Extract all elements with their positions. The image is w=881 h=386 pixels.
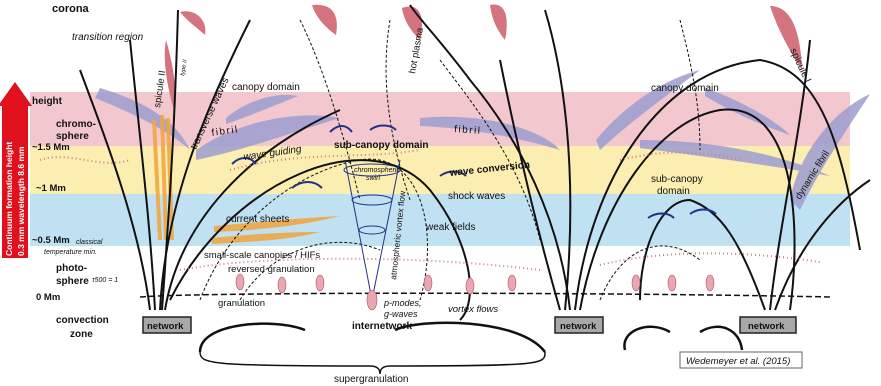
vortex-flow	[316, 275, 324, 291]
convection-arc	[200, 324, 305, 352]
label-chromosphere-2: sphere	[56, 131, 89, 142]
convection-arc	[624, 327, 670, 350]
label-chromospheric-swirl-2: swirl	[366, 175, 380, 182]
dashed-line	[600, 246, 700, 300]
axis-label-line2: 0.3 mm wavelength 8.6 mm	[16, 146, 26, 256]
vortex-flow	[367, 290, 377, 310]
axis-arrowhead	[0, 82, 32, 106]
vortex-flow	[668, 275, 676, 291]
label-temp-min-1: classical	[76, 239, 103, 246]
label-photosphere-2: sphere	[56, 276, 89, 287]
label-h15: ~1.5 Mm	[32, 142, 70, 153]
label-sub-canopy-right-1: sub-canopy	[651, 174, 703, 185]
label-h10: ~1 Mm	[36, 183, 66, 194]
vortex-flow	[466, 278, 474, 294]
label-shock-waves: shock waves	[448, 191, 505, 202]
label-fibril-mid: fibril	[454, 124, 482, 137]
label-transition-region: transition region	[72, 32, 144, 43]
label-tau500: τ500 = 1	[92, 277, 118, 284]
label-granulation: granulation	[218, 298, 265, 309]
label-credit: Wedemeyer et al. (2015)	[686, 356, 790, 367]
label-network-right: network	[748, 321, 785, 332]
convection-arc	[395, 323, 545, 352]
label-chromosphere-1: chromo-	[56, 119, 96, 130]
label-corona: corona	[52, 3, 90, 15]
convection-arc	[700, 327, 742, 350]
label-network-left: network	[147, 321, 184, 332]
label-sub-canopy-right-2: domain	[657, 186, 690, 197]
label-h00: 0 Mm	[36, 292, 60, 303]
vortex-flow	[278, 277, 286, 293]
label-temp-min-2: temperature min.	[44, 249, 97, 256]
label-photosphere-1: photo-	[56, 263, 87, 274]
label-network-mid: network	[560, 321, 597, 332]
label-current-sheets: current sheets	[226, 214, 289, 225]
label-weak-fields: weak fields	[425, 222, 475, 233]
label-p-modes-2: g-waves	[384, 309, 418, 319]
vortex-flow	[632, 275, 640, 291]
label-internetwork: internetwork	[352, 321, 412, 332]
spicule-top-right	[490, 5, 507, 40]
label-p-modes-1: p-modes,	[383, 298, 422, 308]
label-canopy-domain-left: canopy domain	[232, 82, 300, 93]
spicule-top-mid	[312, 5, 337, 35]
label-type2: type II	[180, 59, 189, 76]
vortex-flow	[508, 275, 516, 291]
vortex-flow	[706, 275, 714, 291]
label-chromospheric-swirl-1: chromospheric	[354, 167, 400, 174]
spicule-top-left	[180, 11, 205, 35]
supergranulation-brace	[200, 352, 545, 374]
label-small-scale-canopies: small-scale canopies / HIFs	[204, 250, 320, 261]
label-convection-2: zone	[70, 329, 93, 340]
label-canopy-domain-right: canopy domain	[651, 83, 719, 94]
label-convection-1: convection	[56, 315, 109, 326]
label-hot-plasma: hot plasma	[407, 26, 426, 74]
label-sub-canopy: sub-canopy domain	[334, 140, 428, 151]
label-supergranulation: supergranulation	[334, 374, 409, 385]
convection-cells	[200, 323, 742, 352]
vortex-flow	[236, 274, 244, 290]
vortex-flow	[424, 275, 432, 291]
label-vortex-flows: vortex flows	[448, 304, 498, 315]
label-reversed-granulation: reversed granulation	[228, 264, 315, 275]
axis-label-line1: Continuum formation height	[4, 142, 14, 256]
label-h05: ~0.5 Mm	[32, 235, 70, 246]
label-height: height	[32, 96, 63, 107]
